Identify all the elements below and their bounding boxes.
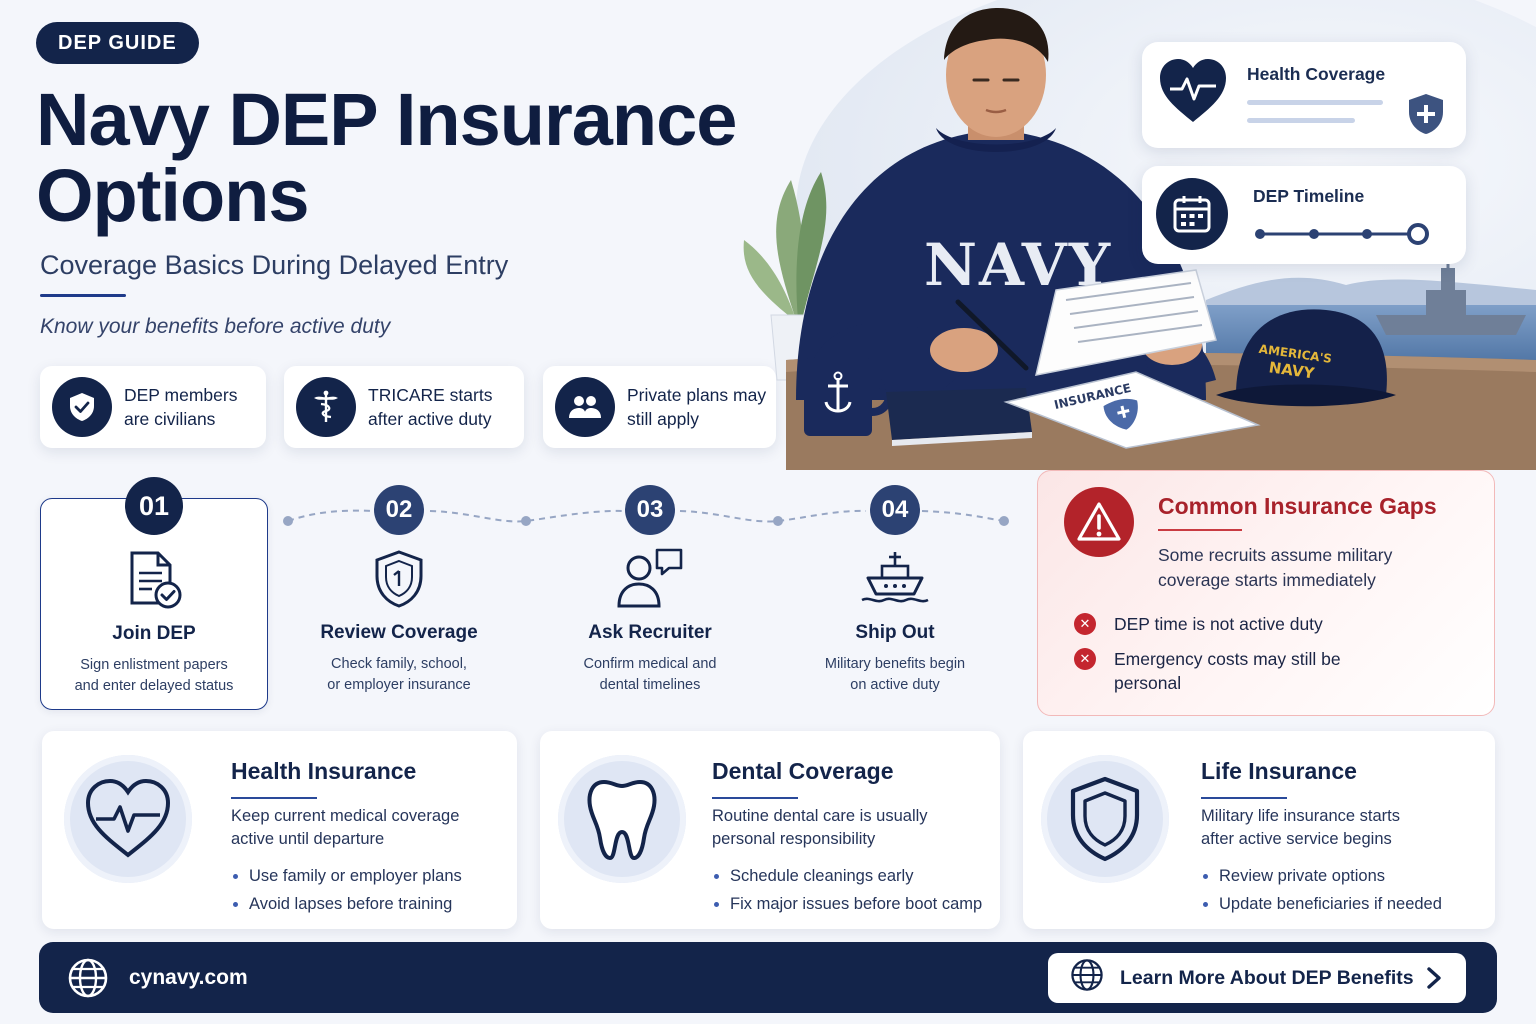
- card-title: Health Insurance: [231, 758, 417, 784]
- card-title-underline: [712, 797, 798, 799]
- person-chat-icon: [615, 548, 685, 615]
- step-number: 03: [625, 485, 675, 535]
- caduceus-icon: [296, 377, 356, 437]
- gaps-intro: Some recruits assume military coverage s…: [1158, 545, 1393, 590]
- step-review-coverage: 02 Review Coverage Check family, school,…: [285, 485, 513, 710]
- gap-item-text: DEP time is not active duty: [1114, 614, 1323, 634]
- step-ship-out: 04 Ship Out Military benefits begin on a…: [781, 485, 1009, 710]
- people-icon: [555, 377, 615, 437]
- shield-icon: [371, 548, 427, 615]
- card-label: Health Coverage: [1247, 64, 1386, 84]
- subtitle-underline: [40, 294, 126, 297]
- card-title-underline: [231, 797, 317, 799]
- card-label: DEP Timeline: [1253, 186, 1365, 206]
- dep-timeline-card: DEP Timeline: [1142, 166, 1466, 264]
- x-circle-icon: ✕: [1074, 648, 1096, 670]
- placeholder-line: [1247, 118, 1355, 123]
- list-item: Fix major issues before boot camp: [712, 890, 982, 918]
- step-title: Review Coverage: [320, 622, 478, 643]
- page-subtitle: Coverage Basics During Delayed Entry: [40, 250, 509, 280]
- step-title: Ask Recruiter: [588, 622, 712, 643]
- fact-tricare: TRICARE starts after active duty: [284, 366, 524, 448]
- heartbeat-icon: [64, 755, 192, 883]
- shield-check-icon: [52, 377, 112, 437]
- page-tagline: Know your benefits before active duty: [40, 315, 391, 338]
- timeline-progress-icon: [1255, 223, 1429, 245]
- card-title: Life Insurance: [1201, 758, 1357, 784]
- step-description: Check family, school, or employer insura…: [327, 656, 471, 693]
- list-item: Schedule cleanings early: [712, 862, 982, 890]
- heartbeat-icon: [1156, 56, 1230, 131]
- gaps-title-underline: [1158, 529, 1242, 531]
- step-number: 04: [870, 485, 920, 535]
- life-insurance-card: Life Insurance Military life insurance s…: [1023, 731, 1495, 929]
- card-title: Dental Coverage: [712, 758, 894, 784]
- gap-item: ✕ Emergency costs may still be personal: [1074, 647, 1341, 695]
- card-description: Routine dental care is usually personal …: [712, 807, 928, 848]
- list-item: Avoid lapses before training: [231, 890, 462, 918]
- card-bullets: Schedule cleanings early Fix major issue…: [712, 862, 982, 918]
- health-insurance-card: Health Insurance Keep current medical co…: [42, 731, 517, 929]
- fact-text: Private plans may still apply: [627, 385, 767, 429]
- card-bullets: Review private options Update beneficiar…: [1201, 862, 1442, 918]
- step-title: Join DEP: [112, 623, 196, 644]
- gap-item-text: Emergency costs may still be personal: [1114, 649, 1341, 693]
- learn-more-button[interactable]: Learn More About DEP Benefits: [1048, 953, 1466, 1003]
- tooth-icon: [558, 755, 686, 883]
- x-circle-icon: ✕: [1074, 613, 1096, 635]
- step-description: Sign enlistment papers and enter delayed…: [74, 657, 234, 694]
- list-item: Update beneficiaries if needed: [1201, 890, 1442, 918]
- step-ask-recruiter: 03 Ask Recruiter Confirm medical and den…: [536, 485, 764, 710]
- timeline-connector: [283, 509, 1009, 526]
- gaps-title: Common Insurance Gaps: [1158, 493, 1437, 519]
- placeholder-line: [1247, 100, 1383, 105]
- card-description: Keep current medical coverage active unt…: [231, 807, 460, 848]
- list-item: Review private options: [1201, 862, 1442, 890]
- fact-text: TRICARE starts after active duty: [368, 385, 493, 429]
- website-link[interactable]: cynavy.com: [129, 966, 248, 989]
- gap-item: ✕ DEP time is not active duty: [1074, 612, 1323, 636]
- document-check-icon: [122, 549, 186, 618]
- card-title-underline: [1201, 797, 1287, 799]
- step-title: Ship Out: [855, 622, 935, 643]
- list-item: Use family or employer plans: [231, 862, 462, 890]
- ship-icon: [858, 548, 932, 613]
- calendar-icon: [1156, 178, 1228, 250]
- step-number: 01: [125, 477, 183, 535]
- fact-text: DEP members are civilians: [124, 385, 238, 429]
- warning-icon: [1064, 487, 1134, 557]
- footer-bar: cynavy.com Learn More About DEP Benefits: [39, 942, 1497, 1013]
- insurance-gaps-panel: Common Insurance Gaps Some recruits assu…: [1037, 470, 1495, 716]
- health-coverage-card: Health Coverage: [1142, 42, 1466, 148]
- fact-private-plans: Private plans may still apply: [543, 366, 776, 448]
- globe-icon: [67, 957, 109, 1004]
- card-description: Military life insurance starts after act…: [1201, 807, 1400, 848]
- step-number: 02: [374, 485, 424, 535]
- shield-plus-icon: [1406, 92, 1446, 141]
- fact-civilians: DEP members are civilians: [40, 366, 266, 448]
- learn-more-label: Learn More About DEP Benefits: [1120, 966, 1414, 989]
- dental-coverage-card: Dental Coverage Routine dental care is u…: [540, 731, 1000, 929]
- step-join-dep: 01 Join DEP Sign enlistment papers and e…: [40, 477, 268, 710]
- guide-badge: DEP GUIDE: [36, 22, 199, 64]
- card-bullets: Use family or employer plans Avoid lapse…: [231, 862, 462, 918]
- globe-icon: [1070, 958, 1104, 998]
- recruit-illustration: NAVY INSURANCE AMERICA'S NAVY Healt: [736, 0, 1536, 470]
- shield-icon: [1041, 755, 1169, 883]
- step-description: Confirm medical and dental timelines: [583, 656, 717, 693]
- step-description: Military benefits begin on active duty: [824, 656, 966, 693]
- chevron-right-icon: [1426, 966, 1442, 996]
- page-title: Navy DEP Insurance Options: [36, 78, 737, 237]
